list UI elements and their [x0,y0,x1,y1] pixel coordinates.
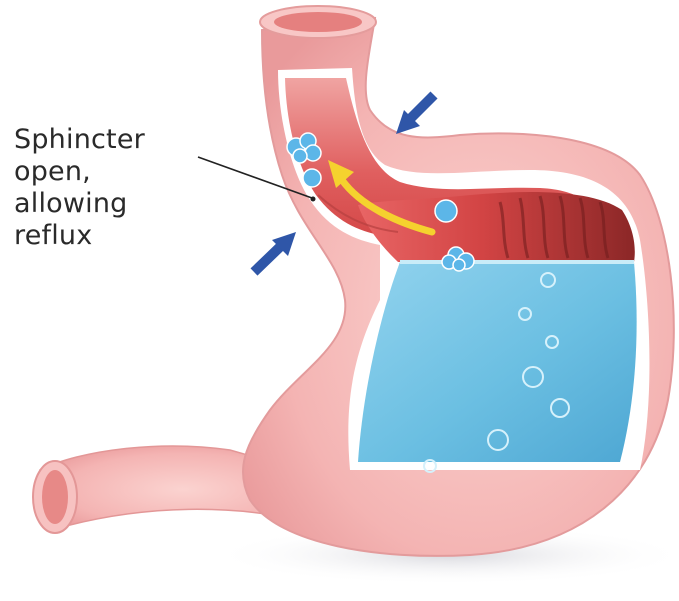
compression-arrow-lower [254,232,296,272]
stomach-acid-fluid [358,262,637,462]
annotation-line-4: reflux [14,220,214,252]
compression-arrow-upper [396,95,434,134]
sphincter-annotation: Sphincter open, allowing reflux [14,124,214,252]
annotation-line-1: Sphincter [14,124,214,156]
annotation-line-3: allowing [14,188,214,220]
annotation-line-2: open, [14,156,214,188]
label-leader-dot [311,197,316,202]
stomach-interior [358,192,635,262]
